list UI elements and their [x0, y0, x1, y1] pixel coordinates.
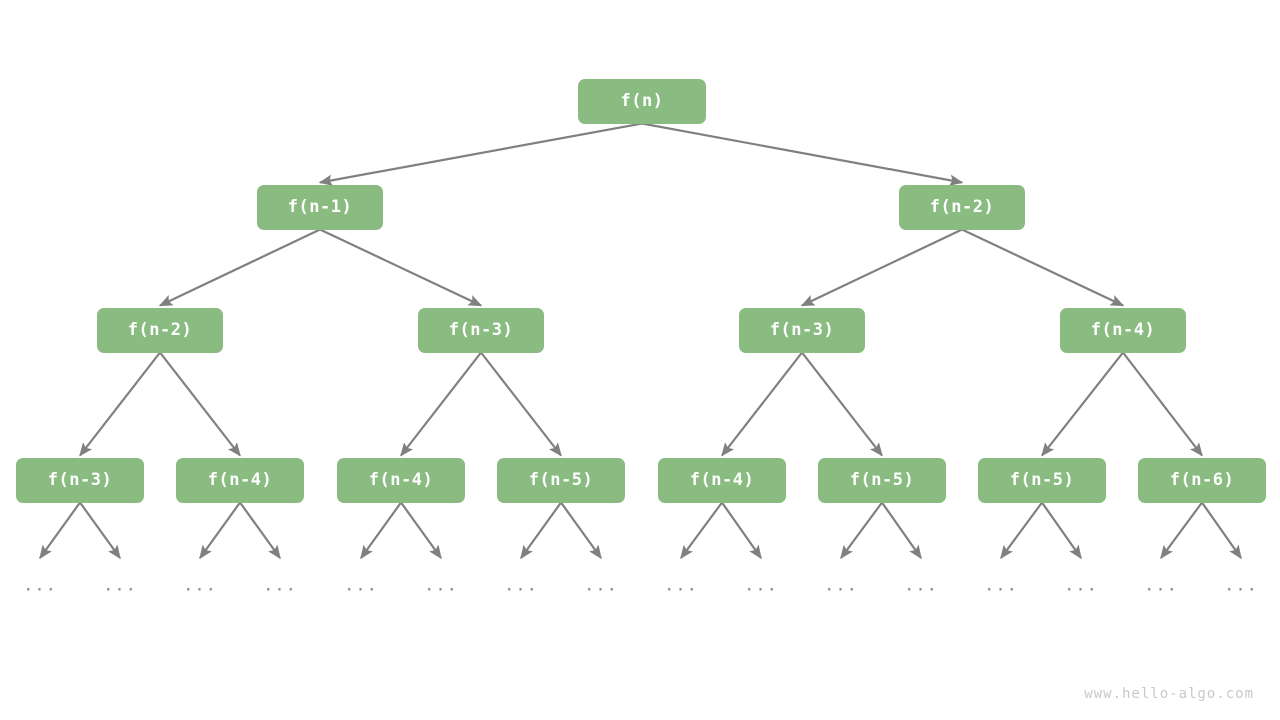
- ellipsis-marker: ...: [904, 575, 938, 596]
- ellipsis-marker: ...: [1064, 575, 1098, 596]
- ellipsis-marker: ...: [344, 575, 378, 596]
- tree-edge-stub: [1041, 501, 1082, 560]
- ellipsis-marker: ...: [584, 575, 618, 596]
- tree-edge-stub: [1160, 501, 1203, 560]
- tree-edge-stub: [400, 501, 442, 560]
- ellipsis-marker: ...: [424, 575, 458, 596]
- ellipsis-marker: ...: [1224, 575, 1258, 596]
- tree-edge-stub: [560, 501, 602, 560]
- ellipsis-marker: ...: [824, 575, 858, 596]
- tree-edge: [318, 122, 643, 186]
- ellipsis-marker: ...: [263, 575, 297, 596]
- tree-edge: [1041, 351, 1124, 457]
- ellipsis-marker: ...: [103, 575, 137, 596]
- ellipsis-marker: ...: [1144, 575, 1178, 596]
- tree-node: f(n-3): [16, 457, 144, 503]
- tree-edge-stub: [39, 501, 81, 560]
- tree-node: f(n-5): [818, 457, 946, 503]
- tree-edge-stub: [680, 501, 723, 560]
- tree-edge-stub: [520, 501, 562, 560]
- tree-node: f(n): [578, 78, 706, 124]
- tree-edge: [480, 351, 562, 457]
- tree-edge: [961, 228, 1125, 307]
- tree-edge: [1122, 351, 1203, 457]
- tree-edge-stub: [199, 501, 241, 560]
- tree-edge: [800, 228, 963, 307]
- ellipsis-marker: ...: [664, 575, 698, 596]
- tree-edge: [158, 228, 321, 307]
- tree-edge-stub: [1201, 501, 1242, 560]
- tree-edge-stub: [840, 501, 883, 560]
- tree-node: f(n-4): [176, 457, 304, 503]
- tree-edge-stub: [881, 501, 922, 560]
- tree-node: f(n-4): [1060, 307, 1186, 353]
- tree-node: f(n-2): [97, 307, 223, 353]
- tree-node: f(n-5): [978, 457, 1106, 503]
- tree-edge: [721, 351, 803, 457]
- ellipsis-marker: ...: [744, 575, 778, 596]
- tree-edge: [79, 351, 161, 457]
- ellipsis-marker: ...: [504, 575, 538, 596]
- tree-node: f(n-1): [257, 184, 383, 230]
- tree-node: f(n-5): [497, 457, 625, 503]
- tree-edge-stub: [1000, 501, 1043, 560]
- tree-edge-stub: [721, 501, 762, 560]
- tree-node: f(n-6): [1138, 457, 1266, 503]
- watermark: www.hello-algo.com: [1084, 686, 1254, 702]
- tree-edge: [641, 122, 964, 186]
- tree-edge: [400, 351, 482, 457]
- tree-node: f(n-3): [739, 307, 865, 353]
- ellipsis-marker: ...: [984, 575, 1018, 596]
- tree-edge-stub: [360, 501, 402, 560]
- ellipsis-marker: ...: [183, 575, 217, 596]
- tree-edge: [319, 228, 483, 307]
- tree-edge-stub: [79, 501, 121, 560]
- tree-node: f(n-2): [899, 184, 1025, 230]
- tree-edge: [801, 351, 883, 457]
- tree-node: f(n-3): [418, 307, 544, 353]
- tree-edge: [159, 351, 241, 457]
- tree-edge-stub: [239, 501, 281, 560]
- tree-node: f(n-4): [337, 457, 465, 503]
- ellipsis-marker: ...: [23, 575, 57, 596]
- tree-node: f(n-4): [658, 457, 786, 503]
